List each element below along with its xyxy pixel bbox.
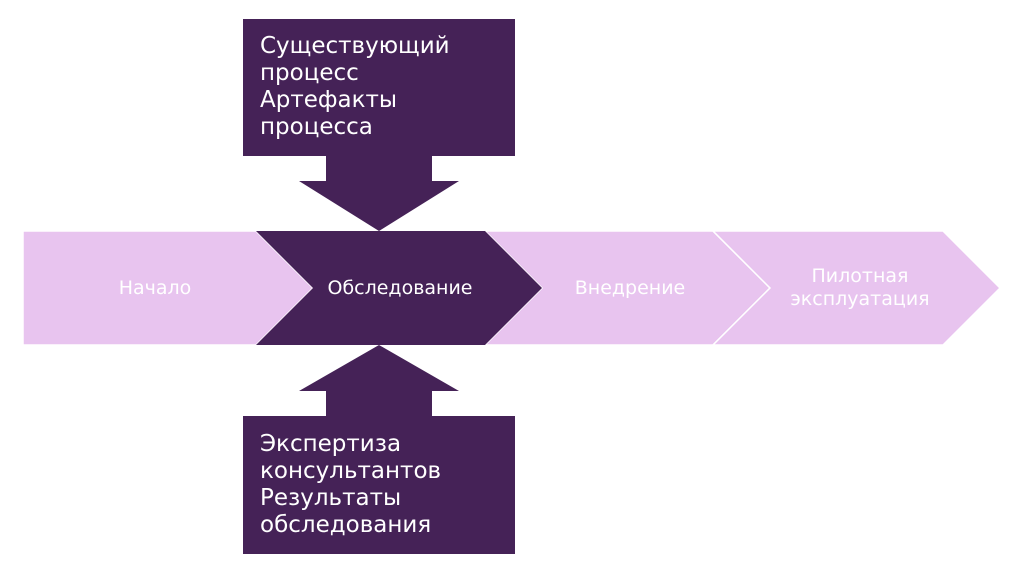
output-line: Результаты	[260, 485, 402, 511]
input-line: процесса	[260, 114, 373, 140]
input-line: Артефакты	[260, 87, 398, 113]
output-line: консультантов	[260, 458, 442, 484]
stage-label-line: Пилотная	[811, 265, 909, 287]
input-line: процесс	[260, 60, 359, 86]
input-box-text: Существующий процесс Артефакты процесса	[260, 33, 450, 141]
stage-label-survey: Обследование	[285, 231, 515, 345]
stage-label-line: Обследование	[327, 276, 473, 299]
stage-label-line: Внедрение	[574, 276, 686, 299]
stage-shape-survey	[256, 231, 542, 345]
stage-label-line: Начало	[118, 276, 192, 299]
output-box-arrow	[243, 345, 515, 554]
input-box-arrow	[243, 19, 515, 231]
stage-label-pilot: Пилотная эксплуатация	[745, 231, 975, 345]
stage-label-line: эксплуатация	[790, 288, 930, 310]
stage-label-start: Начало	[30, 231, 280, 345]
stage-shape-pilot	[711, 230, 1002, 346]
output-line: Экспертиза	[260, 431, 402, 457]
output-box-text: Экспертиза консультантов Результаты обсл…	[260, 431, 441, 539]
output-line: обследования	[260, 512, 432, 538]
input-line: Существующий	[260, 33, 450, 59]
stage-label-implementation: Внедрение	[520, 231, 740, 345]
